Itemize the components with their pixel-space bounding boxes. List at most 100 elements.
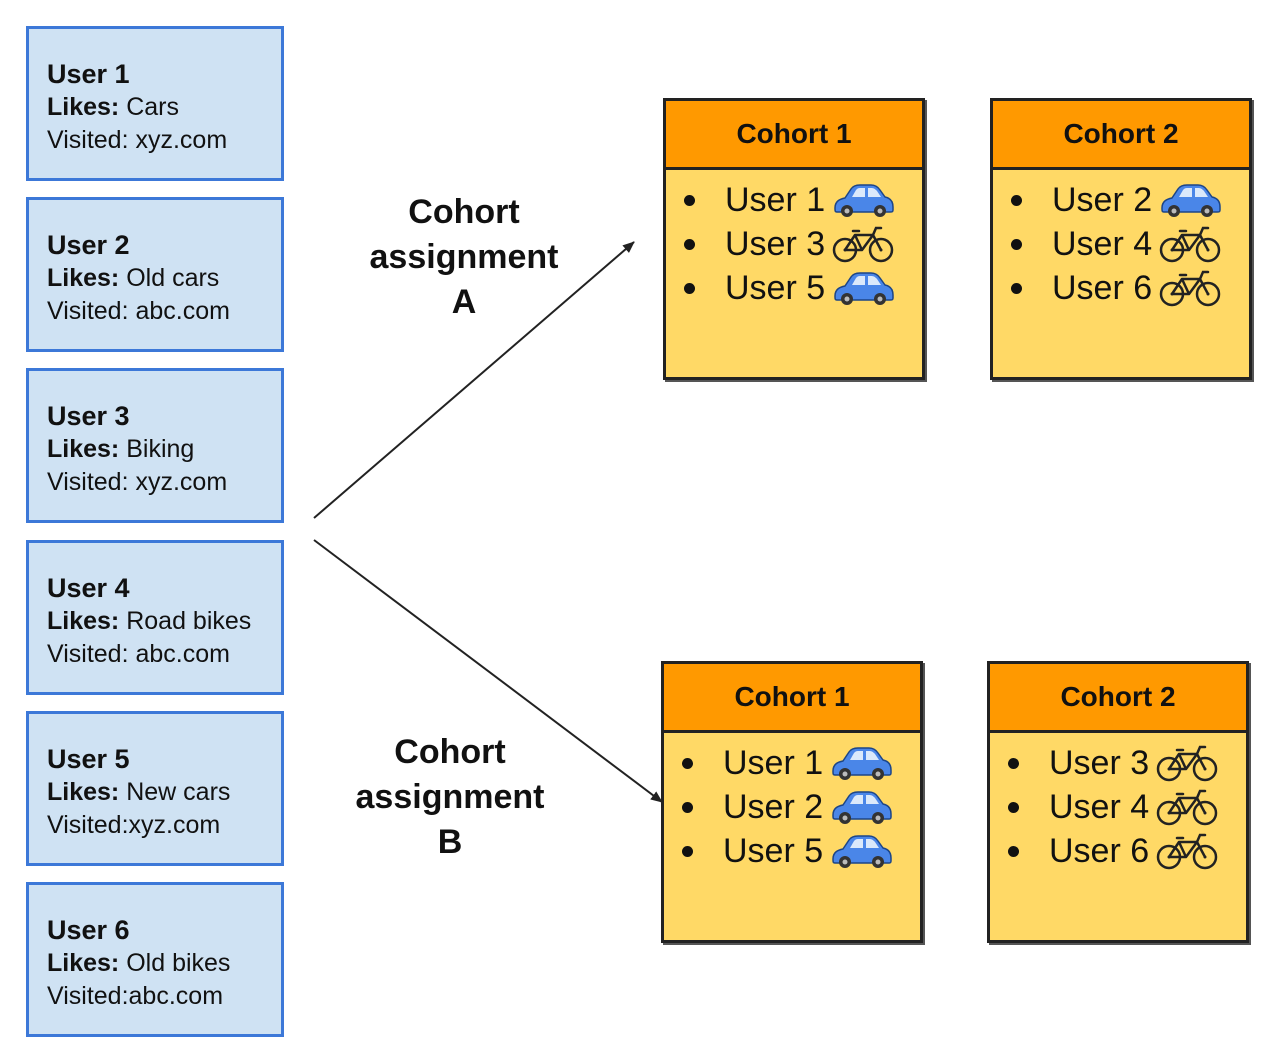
bike-icon	[1158, 225, 1222, 263]
list-item: User 6	[1008, 829, 1246, 873]
cohort-title: Cohort 2	[993, 101, 1249, 170]
member-name: User 5	[723, 831, 824, 870]
label-line: assignment	[355, 778, 545, 816]
likes-value: Road bikes	[126, 607, 252, 635]
list-item: User 5	[682, 829, 920, 873]
bike-icon	[1155, 788, 1219, 826]
bullet-icon	[684, 238, 695, 250]
cohort-member-list: User 1 User 3 User 5	[666, 170, 922, 310]
list-item: User 2	[1011, 178, 1249, 222]
user-visited: Visited:xyz.com	[47, 811, 221, 839]
bullet-icon	[1008, 801, 1019, 813]
user-likes: Likes: Road bikes	[47, 605, 281, 638]
bullet-icon	[1008, 757, 1019, 769]
likes-label: Likes:	[47, 264, 120, 292]
list-item: User 3	[684, 222, 922, 266]
cohort-member-list: User 2 User 4 User 6	[993, 170, 1249, 310]
user-card: User 2 Likes: Old cars Visited: abc.com	[26, 197, 284, 352]
list-item: User 2	[682, 785, 920, 829]
user-likes: Likes: Biking	[47, 433, 281, 466]
user-visited: Visited: xyz.com	[47, 126, 228, 154]
list-item: User 1	[684, 178, 922, 222]
car-icon	[831, 181, 895, 219]
bullet-icon	[1008, 845, 1019, 857]
list-item: User 6	[1011, 266, 1249, 310]
label-line: B	[437, 823, 463, 861]
member-name: User 5	[725, 268, 826, 307]
list-item: User 4	[1011, 222, 1249, 266]
bike-icon	[1158, 269, 1222, 307]
bullet-icon	[1011, 282, 1022, 294]
member-name: User 1	[725, 180, 826, 219]
user-likes: Likes: New cars	[47, 776, 281, 809]
bullet-icon	[682, 757, 693, 769]
user-likes: Likes: Old cars	[47, 262, 281, 295]
car-icon	[829, 832, 893, 870]
likes-label: Likes:	[47, 949, 120, 977]
likes-label: Likes:	[47, 93, 120, 121]
user-name: User 1	[47, 59, 130, 89]
user-visited: Visited:abc.com	[47, 982, 224, 1010]
list-item: User 3	[1008, 741, 1246, 785]
bike-icon	[1155, 744, 1219, 782]
car-icon	[829, 788, 893, 826]
label-line: assignment	[369, 238, 559, 276]
member-name: User 1	[723, 743, 824, 782]
user-card: User 3 Likes: Biking Visited: xyz.com	[26, 368, 284, 523]
likes-value: Biking	[126, 435, 195, 463]
cohort-box-b1: Cohort 1 User 1 User 2 User 5	[661, 661, 923, 943]
likes-label: Likes:	[47, 435, 120, 463]
cohort-title: Cohort 1	[666, 101, 922, 170]
user-name: User 2	[47, 230, 130, 260]
cohort-title: Cohort 2	[990, 664, 1246, 733]
list-item: User 5	[684, 266, 922, 310]
user-visited: Visited: xyz.com	[47, 468, 228, 496]
user-name: User 5	[47, 744, 130, 774]
cohort-member-list: User 3 User 4 User 6	[990, 733, 1246, 873]
cohort-title: Cohort 1	[664, 664, 920, 733]
likes-value: New cars	[126, 778, 231, 806]
label-line: Cohort	[394, 733, 506, 771]
bullet-icon	[684, 194, 695, 206]
cohort-box-b2: Cohort 2 User 3 User 4 User 6	[987, 661, 1249, 943]
car-icon	[831, 269, 895, 307]
user-name: User 4	[47, 573, 130, 603]
likes-value: Old cars	[126, 264, 220, 292]
member-name: User 6	[1052, 268, 1153, 307]
user-card: User 5 Likes: New cars Visited:xyz.com	[26, 711, 284, 866]
bullet-icon	[682, 845, 693, 857]
label-line: A	[451, 283, 477, 321]
user-card: User 1 Likes: Cars Visited: xyz.com	[26, 26, 284, 181]
arrow-to-assignment-a	[313, 241, 635, 519]
bullet-icon	[1011, 238, 1022, 250]
bullet-icon	[1011, 194, 1022, 206]
user-likes: Likes: Cars	[47, 91, 281, 124]
label-line: Cohort	[408, 193, 520, 231]
assignment-b-label: Cohort assignment B	[330, 730, 570, 865]
bullet-icon	[684, 282, 695, 294]
list-item: User 1	[682, 741, 920, 785]
member-name: User 6	[1049, 831, 1150, 870]
car-icon	[1158, 181, 1222, 219]
bike-icon	[1155, 832, 1219, 870]
likes-value: Old bikes	[126, 949, 231, 977]
cohort-box-a2: Cohort 2 User 2 User 4 User 6	[990, 98, 1252, 380]
likes-label: Likes:	[47, 778, 120, 806]
user-visited: Visited: abc.com	[47, 640, 230, 668]
user-card: User 6 Likes: Old bikes Visited:abc.com	[26, 882, 284, 1037]
user-card: User 4 Likes: Road bikes Visited: abc.co…	[26, 540, 284, 695]
user-name: User 6	[47, 915, 130, 945]
assignment-a-label: Cohort assignment A	[344, 190, 584, 325]
user-visited: Visited: abc.com	[47, 297, 230, 325]
cohort-member-list: User 1 User 2 User 5	[664, 733, 920, 873]
member-name: User 4	[1052, 224, 1153, 263]
arrow-to-assignment-b	[313, 539, 663, 803]
member-name: User 3	[1049, 743, 1150, 782]
bullet-icon	[682, 801, 693, 813]
list-item: User 4	[1008, 785, 1246, 829]
user-likes: Likes: Old bikes	[47, 947, 281, 980]
likes-value: Cars	[126, 93, 180, 121]
member-name: User 2	[723, 787, 824, 826]
car-icon	[829, 744, 893, 782]
